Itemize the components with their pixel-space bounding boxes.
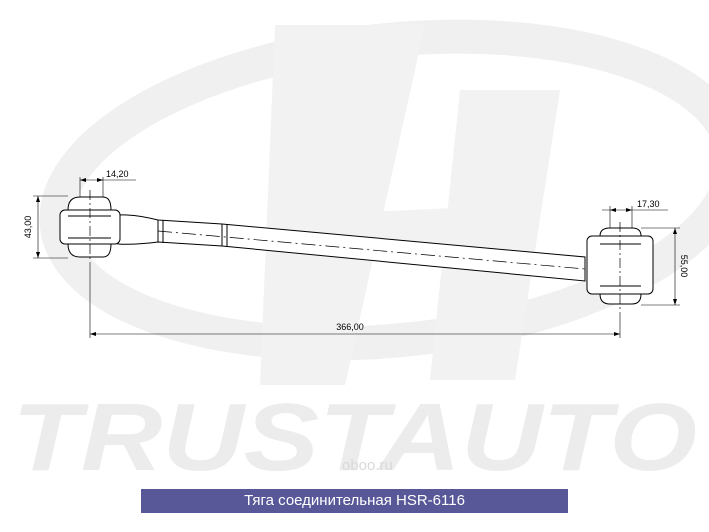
right-bushing [586, 222, 654, 312]
caption-bar: Тяга соединительная HSR-6116 [141, 489, 568, 513]
dim-right-bushing-width: 17,30 [637, 199, 660, 209]
dim-left-bushing-width: 14,20 [106, 169, 129, 179]
dimension-arrows [36, 178, 677, 336]
dimension-lines [33, 177, 680, 338]
dim-right-height: 55,00 [679, 255, 689, 278]
dim-total-length: 366,00 [336, 322, 364, 332]
watermark-site: oboo.ru [342, 457, 393, 474]
rod [117, 214, 586, 282]
watermark-brand: TRUSTAUTO [12, 384, 697, 491]
watermark-logo [39, 19, 709, 385]
left-bushing [59, 190, 121, 262]
dim-left-height: 43,00 [23, 216, 33, 239]
